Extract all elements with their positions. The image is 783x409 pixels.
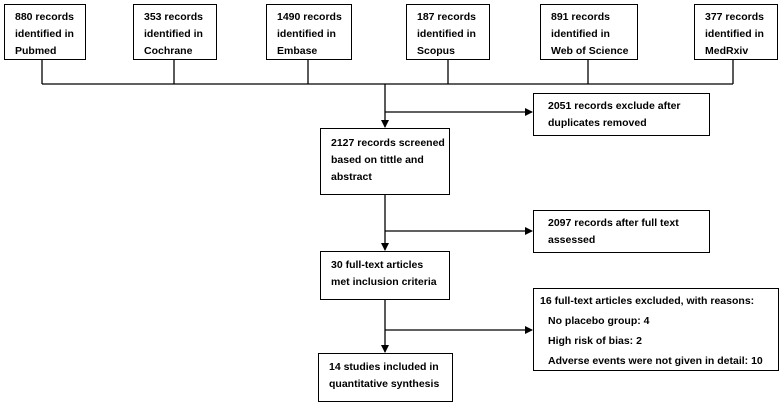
source-count: 187 records [417, 11, 476, 23]
included-text: quantitative synthesis [329, 378, 440, 390]
included-box: 14 studies included in quantitative synt… [318, 353, 453, 402]
full-text-text: 2097 records after full text [548, 217, 679, 229]
source-database: MedRxiv [705, 45, 749, 57]
source-box-medrxiv: 377 records identified in MedRxiv [694, 4, 778, 60]
source-box-pubmed: 880 records identified in Pubmed [4, 4, 86, 60]
duplicates-text: duplicates removed [548, 117, 647, 129]
eligible-text: 30 full-text articles [331, 259, 424, 271]
source-label: identified in [15, 28, 74, 40]
eligible-box: 30 full-text articles met inclusion crit… [320, 251, 450, 300]
excluded-title: 16 full-text articles excluded, with rea… [540, 295, 755, 307]
duplicates-text: 2051 records exclude after [548, 100, 681, 112]
source-box-embase: 1490 records identified in Embase [266, 4, 352, 60]
source-database: Web of Science [551, 45, 629, 57]
source-database: Pubmed [15, 45, 57, 57]
source-box-web-of-science: 891 records identified in Web of Science [540, 4, 638, 60]
source-label: identified in [144, 28, 203, 40]
source-count: 891 records [551, 11, 610, 23]
source-database: Scopus [417, 45, 455, 57]
source-count: 880 records [15, 11, 74, 23]
source-box-cochrane: 353 records identified in Cochrane [133, 4, 217, 60]
source-database: Cochrane [144, 45, 193, 57]
screened-text: 2127 records screened [331, 137, 445, 149]
excluded-reason: Adverse events were not given in detail:… [548, 355, 763, 367]
full-text-text: assessed [548, 234, 596, 246]
source-label: identified in [417, 28, 476, 40]
excluded-reason: No placebo group: 4 [548, 315, 650, 327]
source-box-scopus: 187 records identified in Scopus [406, 4, 490, 60]
excluded-reason: High risk of bias: 2 [548, 335, 642, 347]
source-count: 353 records [144, 11, 203, 23]
source-label: identified in [705, 28, 764, 40]
screened-box: 2127 records screened based on tittle an… [320, 128, 450, 195]
source-label: identified in [277, 28, 336, 40]
eligible-text: met inclusion criteria [331, 276, 437, 288]
screened-text: based on tittle and [331, 154, 424, 166]
source-database: Embase [277, 45, 318, 57]
source-label: identified in [551, 28, 610, 40]
included-text: 14 studies included in [329, 361, 439, 373]
excluded-box: 16 full-text articles excluded, with rea… [533, 288, 779, 371]
source-count: 1490 records [277, 11, 342, 23]
screened-text: abstract [331, 171, 372, 183]
duplicates-removed-box: 2051 records exclude after duplicates re… [533, 93, 710, 136]
source-count: 377 records [705, 11, 764, 23]
full-text-assessed-box: 2097 records after full text assessed [533, 210, 710, 253]
